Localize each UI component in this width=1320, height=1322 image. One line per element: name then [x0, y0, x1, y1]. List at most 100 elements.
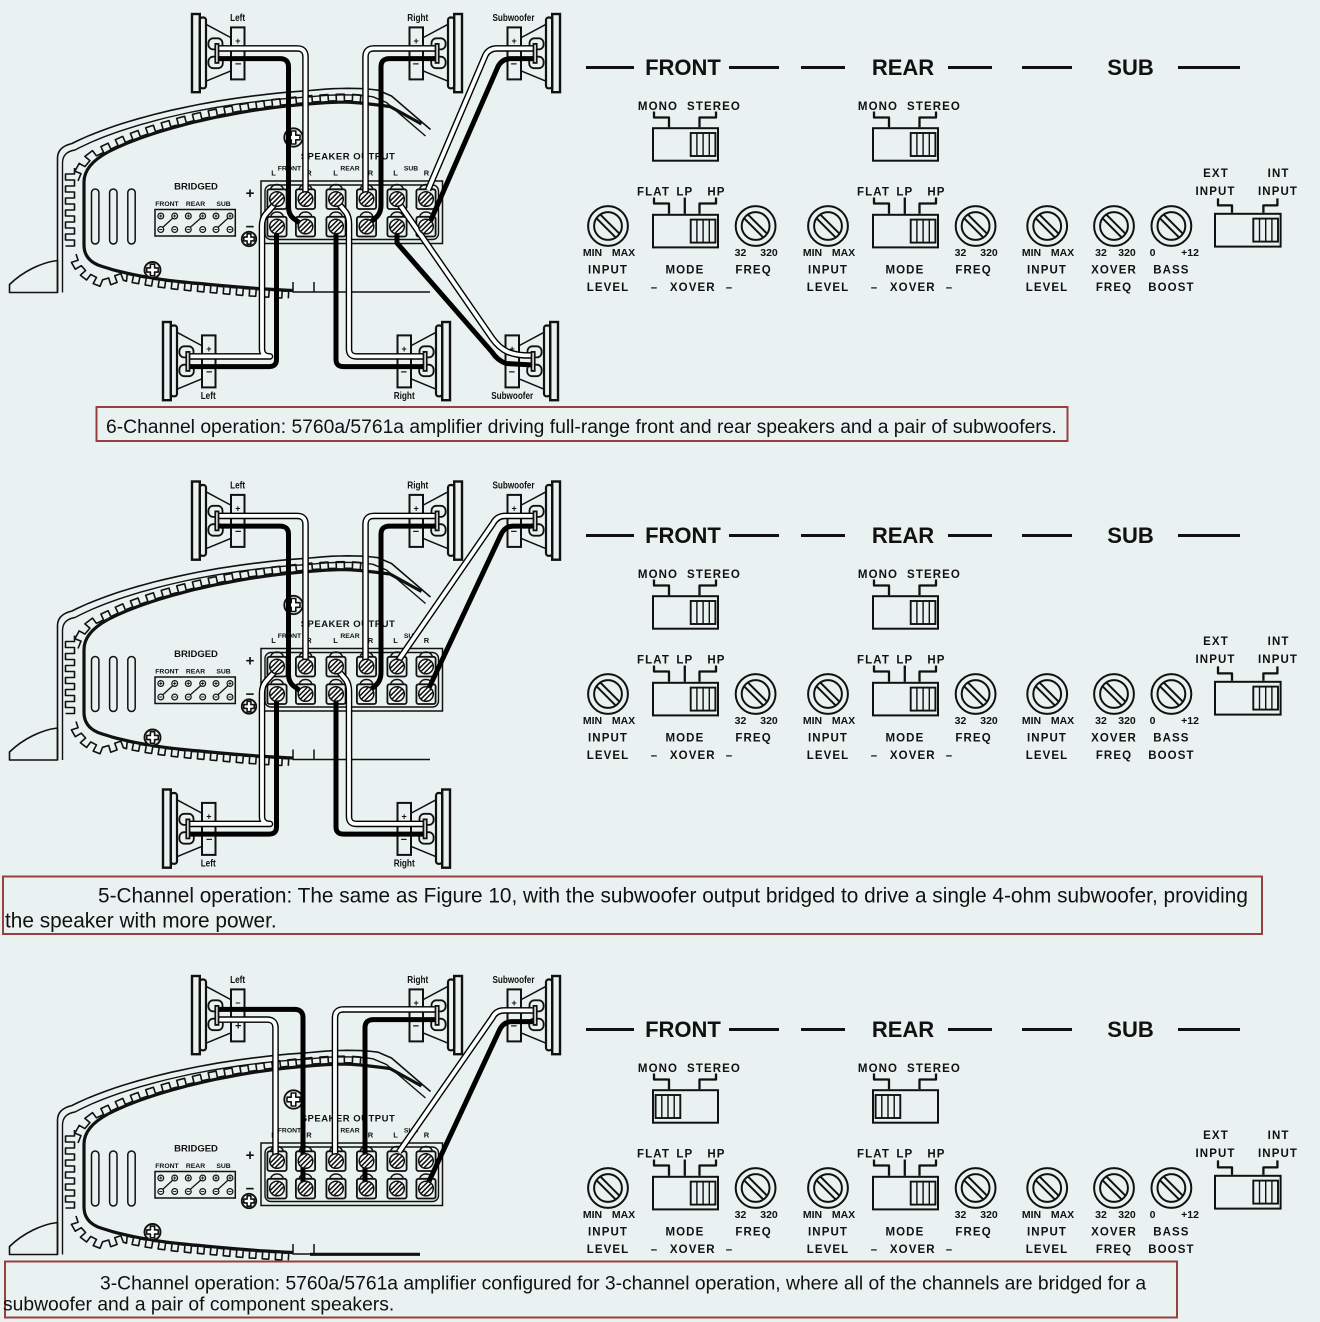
svg-text:FRONT: FRONT	[645, 523, 721, 548]
svg-text:SPEAKER OUTPUT: SPEAKER OUTPUT	[301, 1114, 396, 1125]
svg-text:LP: LP	[676, 187, 693, 199]
svg-text:–: –	[871, 750, 878, 762]
svg-text:HP: HP	[707, 1149, 725, 1161]
svg-text:−: −	[235, 998, 240, 1008]
svg-text:R: R	[368, 636, 374, 645]
svg-text:FREQ: FREQ	[735, 1227, 771, 1239]
svg-text:MAX: MAX	[1051, 1209, 1074, 1221]
svg-text:Right: Right	[407, 13, 429, 24]
svg-text:MIN: MIN	[583, 1209, 602, 1221]
svg-text:+: +	[413, 998, 418, 1008]
svg-text:320: 320	[760, 247, 778, 259]
svg-text:32: 32	[955, 715, 967, 727]
svg-text:FREQ: FREQ	[735, 265, 771, 277]
svg-text:subwoofer and a pair of compon: subwoofer and a pair of component speake…	[3, 1295, 394, 1316]
svg-text:MONO: MONO	[638, 569, 678, 581]
svg-text:−: −	[413, 1020, 419, 1032]
svg-text:+: +	[511, 998, 516, 1008]
svg-text:BASS: BASS	[1153, 733, 1189, 745]
svg-text:REAR: REAR	[186, 1163, 205, 1170]
svg-text:BRIDGED: BRIDGED	[174, 1144, 218, 1155]
svg-text:+: +	[206, 344, 211, 354]
svg-text:REAR: REAR	[872, 55, 934, 80]
svg-text:MONO: MONO	[858, 101, 898, 113]
svg-text:+: +	[235, 1020, 241, 1032]
svg-text:32: 32	[735, 247, 747, 259]
svg-text:SUB: SUB	[1107, 1017, 1153, 1042]
svg-text:FRONT: FRONT	[155, 201, 179, 208]
svg-text:+: +	[509, 344, 514, 354]
svg-text:32: 32	[1095, 715, 1107, 727]
svg-text:320: 320	[1118, 247, 1136, 259]
svg-text:Right: Right	[394, 859, 416, 870]
svg-text:SUB: SUB	[216, 1163, 230, 1170]
svg-text:MONO: MONO	[858, 569, 898, 581]
svg-text:REAR: REAR	[340, 166, 359, 173]
svg-text:SUB: SUB	[216, 669, 230, 676]
svg-text:+: +	[235, 504, 240, 514]
svg-text:+: +	[246, 185, 255, 202]
svg-text:REAR: REAR	[186, 201, 205, 208]
svg-text:INPUT: INPUT	[808, 265, 848, 277]
svg-text:STEREO: STEREO	[907, 101, 961, 113]
svg-text:LP: LP	[896, 1149, 913, 1161]
svg-text:LEVEL: LEVEL	[1026, 1244, 1069, 1256]
svg-text:+: +	[235, 36, 240, 46]
svg-text:MIN: MIN	[1022, 1209, 1041, 1221]
svg-text:MAX: MAX	[1051, 715, 1074, 727]
svg-text:Right: Right	[407, 975, 429, 986]
svg-text:LEVEL: LEVEL	[587, 282, 630, 294]
svg-text:+12: +12	[1181, 715, 1199, 727]
svg-text:FREQ: FREQ	[1096, 282, 1132, 294]
svg-text:Left: Left	[230, 481, 246, 492]
svg-text:6-Channel operation: 5760a/576: 6-Channel operation: 5760a/5761a amplifi…	[106, 417, 1057, 438]
svg-text:LP: LP	[896, 655, 913, 667]
svg-text:MODE: MODE	[885, 265, 924, 277]
svg-text:LEVEL: LEVEL	[1026, 282, 1069, 294]
svg-text:R: R	[424, 1131, 430, 1140]
svg-text:MIN: MIN	[583, 715, 602, 727]
svg-text:+: +	[246, 1147, 255, 1164]
svg-text:MONO: MONO	[638, 101, 678, 113]
svg-text:Left: Left	[201, 859, 217, 870]
svg-text:FRONT: FRONT	[155, 669, 179, 676]
svg-text:BOOST: BOOST	[1148, 282, 1194, 294]
svg-text:–: –	[726, 282, 733, 294]
svg-text:INT: INT	[1268, 1130, 1290, 1142]
svg-text:FREQ: FREQ	[955, 265, 991, 277]
svg-text:REAR: REAR	[872, 523, 934, 548]
svg-text:XOVER: XOVER	[670, 282, 716, 294]
svg-text:FLAT: FLAT	[637, 1149, 670, 1161]
svg-text:XOVER: XOVER	[890, 282, 936, 294]
svg-text:MAX: MAX	[832, 715, 855, 727]
svg-text:3-Channel operation: 5760a/576: 3-Channel operation: 5760a/5761a amplifi…	[100, 1274, 1146, 1295]
svg-text:FRONT: FRONT	[278, 1128, 302, 1135]
svg-text:BOOST: BOOST	[1148, 750, 1194, 762]
svg-text:Right: Right	[407, 481, 429, 492]
svg-text:320: 320	[1118, 715, 1136, 727]
svg-text:–: –	[946, 282, 953, 294]
svg-text:EXT: EXT	[1203, 168, 1229, 180]
svg-text:SUB: SUB	[1107, 55, 1153, 80]
svg-text:+: +	[401, 812, 406, 822]
svg-text:HP: HP	[707, 187, 725, 199]
svg-text:FREQ: FREQ	[955, 1227, 991, 1239]
svg-text:L: L	[393, 636, 398, 645]
svg-text:FLAT: FLAT	[857, 655, 890, 667]
svg-text:XOVER: XOVER	[890, 1244, 936, 1256]
svg-text:INPUT: INPUT	[1196, 1148, 1236, 1160]
svg-text:–: –	[726, 750, 733, 762]
svg-text:R: R	[306, 169, 312, 178]
svg-text:−: −	[246, 1181, 255, 1198]
svg-text:–: –	[651, 282, 658, 294]
svg-text:LP: LP	[896, 187, 913, 199]
svg-text:LEVEL: LEVEL	[587, 750, 630, 762]
svg-text:320: 320	[760, 715, 778, 727]
svg-text:32: 32	[1095, 1209, 1107, 1221]
svg-text:FLAT: FLAT	[857, 1149, 890, 1161]
svg-text:L: L	[271, 169, 276, 178]
svg-text:MIN: MIN	[803, 1209, 822, 1221]
svg-text:FRONT: FRONT	[155, 1163, 179, 1170]
svg-text:FLAT: FLAT	[857, 187, 890, 199]
svg-text:320: 320	[980, 1209, 998, 1221]
